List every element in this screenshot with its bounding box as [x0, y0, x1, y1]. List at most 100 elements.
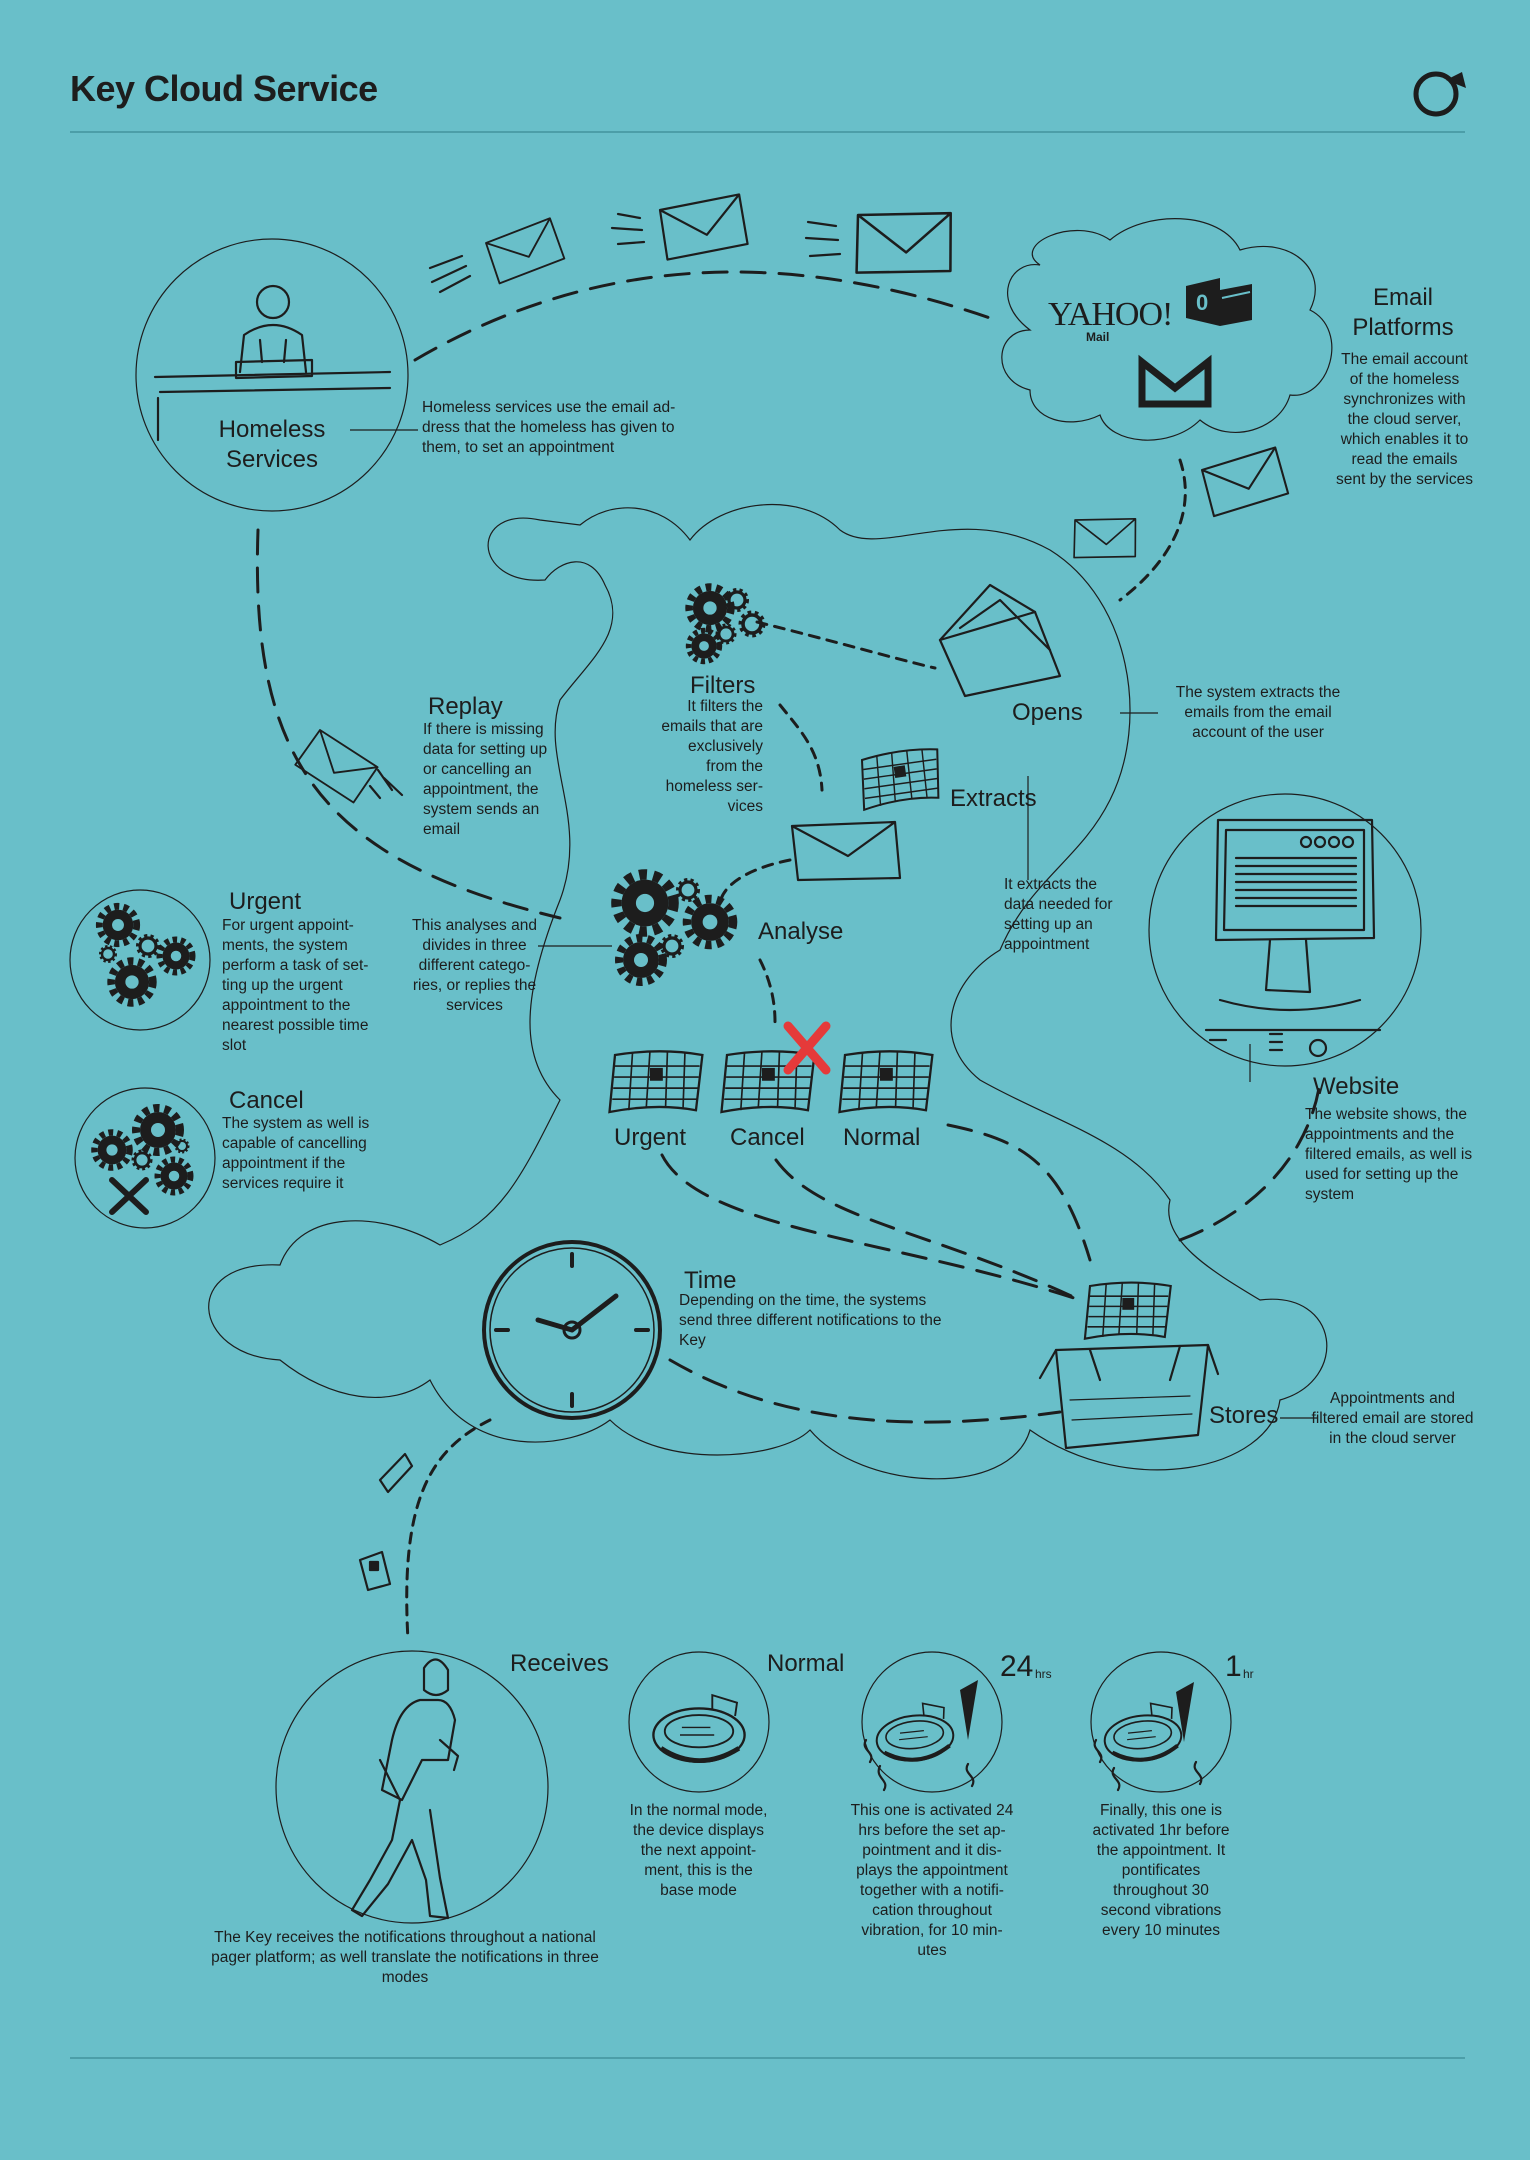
- desc-line: capable of cancelling: [222, 1135, 367, 1152]
- desc-line: second vibrations: [1100, 1902, 1222, 1919]
- email-label-line1: Email: [1372, 284, 1433, 311]
- desc-line: ments, the system: [222, 937, 348, 954]
- desc-line: vices: [727, 798, 763, 815]
- page-title: Key Cloud Service: [70, 68, 378, 109]
- desc-line: the device displays: [633, 1822, 764, 1839]
- mode-24-circle: [861, 1651, 1003, 1793]
- desc-line: This one is activated 24: [850, 1802, 1014, 1819]
- desc-line: emails that are: [661, 718, 763, 735]
- desc-line: modes: [381, 1969, 429, 1986]
- gear-icon: [689, 587, 766, 661]
- desc-line: appointment to the: [222, 997, 351, 1014]
- desc-line: dress that the homeless has given to: [422, 419, 675, 436]
- gmail-logo-icon: [1138, 354, 1212, 408]
- desc-line: appointment, the: [423, 781, 539, 798]
- filters-label: Filters: [690, 672, 756, 699]
- desc-line: Key: [679, 1332, 706, 1349]
- desc-line: filtered email are stored: [1311, 1410, 1474, 1427]
- desc-line: data needed for: [1004, 896, 1113, 913]
- key-logo-icon: [1413, 71, 1466, 117]
- grid-calendar-icon: [608, 1050, 934, 1114]
- desc-line: account of the user: [1192, 724, 1324, 741]
- desc-line: Homeless services use the email ad-: [422, 399, 676, 416]
- desc-line: every 10 minutes: [1101, 1922, 1221, 1939]
- desc-line: plays the appointment: [856, 1862, 1008, 1879]
- desc-line: setting up an: [1004, 916, 1093, 933]
- stores-label: Stores: [1209, 1402, 1279, 1429]
- desc-line: used for setting up the: [1305, 1166, 1459, 1183]
- homeless-services-desc: Homeless services use the email ad- dres…: [422, 398, 712, 458]
- desc-line: which enables it to: [1340, 431, 1469, 448]
- urgent-circle: [69, 889, 211, 1031]
- pager-icon: [653, 1695, 1183, 1764]
- desc-line: The system as well is: [222, 1115, 370, 1132]
- desc-line: appointment if the: [222, 1155, 346, 1172]
- cancel-side-desc: The system as well is capable of cancell…: [222, 1114, 382, 1194]
- mode-24-unit: hrs: [1035, 1667, 1052, 1681]
- desc-line: pointment and it dis-: [862, 1842, 1002, 1859]
- mode-1-unit: hr: [1243, 1667, 1254, 1681]
- desc-line: It filters the: [687, 698, 763, 715]
- gear-icon: [616, 874, 733, 982]
- desc-line: sent by the services: [1336, 471, 1473, 488]
- cancel-side-label: Cancel: [229, 1087, 304, 1114]
- urgent-side-label: Urgent: [229, 888, 302, 915]
- desc-line: system sends an: [423, 801, 540, 818]
- person-icon: [350, 1658, 460, 1920]
- cancel-circle: [74, 1087, 216, 1229]
- desc-line: In the normal mode,: [629, 1802, 768, 1819]
- yahoo-logo-icon: YAHOO!: [1048, 296, 1173, 333]
- mode-1-circle: [1090, 1651, 1232, 1793]
- grid-calendar-icon: [1083, 1281, 1172, 1340]
- desc-line: Appointments and: [1330, 1390, 1455, 1407]
- desc-line: different catego-: [418, 957, 531, 974]
- monitor-icon: [1204, 818, 1382, 1058]
- desc-line: vibration, for 10 min-: [861, 1922, 1003, 1939]
- desc-line: The system extracts the: [1175, 684, 1341, 701]
- analyse-label: Analyse: [758, 918, 844, 945]
- desc-line: For urgent appoint-: [222, 917, 354, 934]
- desc-line: The email account: [1341, 351, 1468, 368]
- desc-line: in the cloud server: [1329, 1430, 1456, 1447]
- homeless-label-line2: Services: [225, 446, 319, 473]
- desc-line: The website shows, the: [1305, 1106, 1467, 1123]
- desc-line: appointments and the: [1305, 1126, 1455, 1143]
- clock-icon: [482, 1240, 662, 1420]
- mode-24-number: 24: [1000, 1650, 1034, 1683]
- time-label: Time: [684, 1267, 737, 1294]
- desc-line: It extracts the: [1004, 876, 1098, 893]
- desc-line: email: [423, 821, 461, 838]
- yahoo-mail-label: Mail: [1086, 330, 1110, 344]
- desc-line: filtered emails, as well is: [1305, 1146, 1473, 1163]
- category-cancel-label: Cancel: [730, 1124, 805, 1151]
- website-label: Website: [1313, 1073, 1400, 1100]
- normal-mode-label: Normal: [767, 1650, 845, 1677]
- desc-line: pontificates: [1121, 1862, 1201, 1879]
- box-icon: [1038, 1343, 1220, 1450]
- desc-line: homeless ser-: [665, 778, 763, 795]
- desc-line: them, to set an appointment: [422, 439, 615, 456]
- desc-line: utes: [917, 1942, 947, 1959]
- cancel-cross-icon: [783, 1021, 831, 1075]
- desc-line: perform a task of set-: [222, 957, 369, 974]
- email-label-line2: Platforms: [1352, 314, 1454, 341]
- normal-mode-desc: In the normal mode, the device displays …: [616, 1801, 781, 1901]
- desc-line: ting up the urgent: [222, 977, 343, 994]
- cloud-server-outline: [208, 503, 1328, 1480]
- replay-label: Replay: [428, 693, 503, 720]
- desc-line: together with a notifi-: [860, 1882, 1004, 1899]
- desc-line: emails from the email: [1184, 704, 1332, 721]
- homeless-label-line1: Homeless: [218, 416, 326, 443]
- desc-line: the next appoint-: [640, 1842, 757, 1859]
- urgent-side-desc: For urgent appoint- ments, the system pe…: [222, 916, 382, 1056]
- filters-desc: It filters the emails that are exclusive…: [632, 697, 763, 817]
- extracts-label: Extracts: [950, 785, 1037, 812]
- desc-line: Finally, this one is: [1099, 1802, 1223, 1819]
- receives-label: Receives: [510, 1650, 609, 1677]
- desc-line: the cloud server,: [1347, 411, 1462, 428]
- desc-line: from the: [706, 758, 763, 775]
- desc-line: synchronizes with: [1343, 391, 1466, 408]
- opens-desc: The system extracts the emails from the …: [1148, 683, 1368, 743]
- desc-line: activated 1hr before: [1092, 1822, 1230, 1839]
- email-platforms-label: Email Platforms: [1328, 283, 1478, 343]
